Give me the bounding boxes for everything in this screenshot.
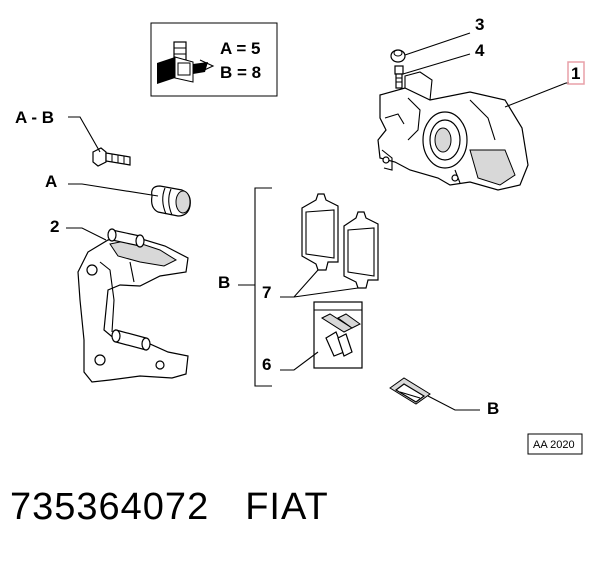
bleeder-cap-drawing xyxy=(390,49,406,63)
clip-kit-drawing xyxy=(313,301,363,369)
callout-item-1: 1 xyxy=(571,64,580,83)
wrench-socket-icon xyxy=(157,41,215,84)
callout-item-6: 6 xyxy=(262,355,271,374)
callout-item-2: 2 xyxy=(50,217,59,236)
callout-b-clip: B xyxy=(487,399,499,418)
date-stamp-text: AA 2020 xyxy=(533,439,575,451)
part-number: 735364072 xyxy=(10,486,210,528)
brake-caliper-drawing xyxy=(377,71,529,191)
torque-legend: A = 5 B = 8 xyxy=(150,22,278,97)
callout-a-b: A - B xyxy=(15,108,54,127)
footer-caption: 735364072 FIAT xyxy=(10,486,329,529)
callout-item-7: 7 xyxy=(262,283,271,302)
bleeder-screw-drawing xyxy=(394,65,404,89)
brand-name: FIAT xyxy=(245,486,329,528)
brake-pads-drawing xyxy=(301,193,379,289)
torque-value-a: A = 5 xyxy=(220,39,260,58)
guide-bolt-drawing xyxy=(92,147,131,167)
anti-rattle-clip-drawing xyxy=(389,377,431,405)
callout-a: A xyxy=(45,172,57,191)
callout-item-3: 3 xyxy=(475,15,484,34)
callout-b-group: B xyxy=(218,273,230,292)
item1-highlight-box xyxy=(567,61,585,85)
dust-boot-drawing xyxy=(151,185,191,217)
callout-item-4: 4 xyxy=(475,41,485,60)
caliper-bracket-drawing xyxy=(77,228,189,383)
torque-value-b: B = 8 xyxy=(220,63,261,82)
date-stamp: AA 2020 xyxy=(527,433,583,455)
